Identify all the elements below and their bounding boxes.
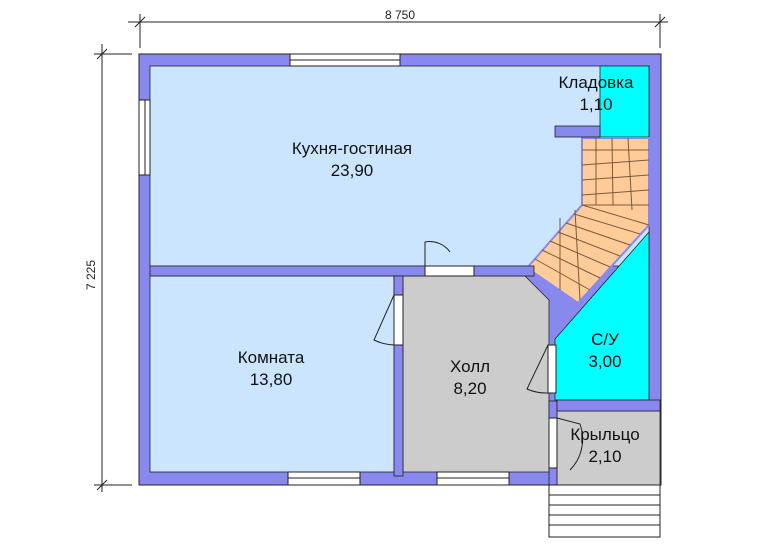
room-name: С/У [591, 330, 619, 349]
room-area: 23,90 [330, 161, 374, 180]
doors [373, 241, 584, 471]
room-name: Холл [449, 357, 491, 376]
width-dimension: 8 750 [385, 8, 416, 22]
room-area: 2,10 [588, 447, 622, 466]
dimension-lines [94, 14, 668, 492]
room-bedroom [149, 275, 395, 473]
room-name: Комната [237, 348, 305, 367]
room-area: 13,80 [249, 370, 293, 389]
room-label-bathroom: С/У 3,00 [588, 329, 621, 373]
porch-steps [548, 484, 661, 538]
room-label-kitchen-living: Кухня-гостиная 23,90 [292, 138, 412, 182]
room-porch [556, 410, 661, 486]
room-name: Крыльцо [570, 425, 640, 444]
room-name: Кухня-гостиная [291, 139, 413, 158]
room-label-hall: Холл 8,20 [450, 356, 490, 400]
room-area: 1,10 [579, 95, 613, 114]
room-label-porch: Крыльцо 2,10 [570, 424, 639, 468]
room-name: Кладовка [558, 73, 634, 92]
room-area: 3,00 [588, 352, 622, 371]
staircase [525, 137, 650, 305]
room-area: 8,20 [453, 379, 487, 398]
height-dimension: 7 225 [84, 259, 98, 290]
windows [138, 53, 510, 486]
room-label-pantry: Кладовка 1,10 [559, 72, 634, 116]
room-label-bedroom: Комната 13,80 [238, 347, 305, 391]
